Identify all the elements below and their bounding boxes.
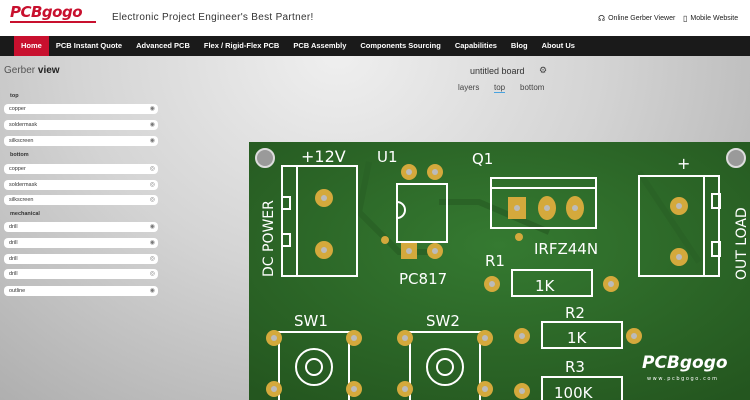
layer-bottom-copper[interactable]: copper ◎ xyxy=(4,164,158,174)
mobile-website-label: Mobile Website xyxy=(690,15,739,22)
layer-drill-2[interactable]: drill ◉ xyxy=(4,238,158,248)
layer-label: soldermask xyxy=(9,122,38,128)
gerber-viewer-link[interactable]: ☊ Online Gerber Viewer xyxy=(598,14,675,23)
mobile-website-link[interactable]: ▯ Mobile Website xyxy=(683,14,738,23)
mount-hole xyxy=(726,148,746,168)
main-nav: Home PCB Instant Quote Advanced PCB Flex… xyxy=(0,36,750,56)
tab-bottom[interactable]: bottom xyxy=(520,83,545,92)
silk-dc-power: DC POWER xyxy=(261,200,277,277)
layer-label: copper xyxy=(9,106,26,112)
tab-layers[interactable]: layers xyxy=(458,83,480,92)
silk-r3: R3 xyxy=(565,358,585,376)
eye-hidden-icon[interactable]: ◎ xyxy=(149,197,155,203)
silk-r2: R2 xyxy=(565,304,585,322)
layer-label: soldermask xyxy=(9,182,38,188)
silk-irfz44n: IRFZ44N xyxy=(534,240,598,258)
silk-r1-value: 1K xyxy=(535,277,556,295)
layer-label: silkscreen xyxy=(9,197,34,203)
silk-plus: + xyxy=(677,154,690,173)
layer-top-copper[interactable]: copper ◉ xyxy=(4,104,158,114)
group-bottom: bottom xyxy=(10,152,29,158)
silk-sw2: SW2 xyxy=(426,312,460,330)
silk-r3-value: 100K xyxy=(554,384,594,400)
layer-label: outline xyxy=(9,288,26,294)
headset-icon: ☊ xyxy=(598,14,606,23)
eye-icon[interactable]: ◉ xyxy=(149,138,155,144)
silk-v12: +12V xyxy=(301,147,346,166)
eye-hidden-icon[interactable]: ◎ xyxy=(149,166,155,172)
board-name[interactable]: untitled board xyxy=(470,66,525,76)
eye-hidden-icon[interactable]: ◎ xyxy=(149,271,155,277)
nav-blog[interactable]: Blog xyxy=(510,41,528,50)
logo[interactable]: PCBgogo xyxy=(10,3,96,23)
tab-top[interactable]: top xyxy=(494,83,506,93)
layer-drill-1[interactable]: drill ◉ xyxy=(4,222,158,232)
mobile-icon: ▯ xyxy=(683,14,688,23)
layer-outline[interactable]: outline ◉ xyxy=(4,286,158,296)
panel-title-prefix: Gerber xyxy=(4,65,36,76)
silk-r1: R1 xyxy=(485,252,505,270)
nav-home[interactable]: Home xyxy=(14,36,49,56)
layer-label: drill xyxy=(9,271,18,277)
site-header: PCBgogo Electronic Project Engineer's Be… xyxy=(0,0,750,36)
nav-about-us[interactable]: About Us xyxy=(541,41,575,50)
panel-title: Gerber view xyxy=(4,65,60,76)
logo-underline xyxy=(10,21,96,23)
silk-u1: U1 xyxy=(377,148,398,166)
silk-r2-value: 1K xyxy=(567,329,588,347)
layer-drill-4[interactable]: drill ◎ xyxy=(4,269,158,279)
silk-q1: Q1 xyxy=(472,150,493,168)
nav-pcb-instant-quote[interactable]: PCB Instant Quote xyxy=(55,41,123,50)
layer-top-silkscreen[interactable]: silkscreen ◉ xyxy=(4,136,158,146)
group-mechanical: mechanical xyxy=(10,211,40,217)
mount-hole xyxy=(255,148,275,168)
layer-label: copper xyxy=(9,166,26,172)
eye-icon[interactable]: ◉ xyxy=(149,106,155,112)
layer-label: drill xyxy=(9,224,18,230)
nav-capabilities[interactable]: Capabilities xyxy=(454,41,497,50)
panel-title-bold: view xyxy=(37,65,60,76)
silk-pc817: PC817 xyxy=(399,270,447,288)
logo-text: PCBgogo xyxy=(10,3,83,21)
layer-label: silkscreen xyxy=(9,138,34,144)
nav-components-sourcing[interactable]: Components Sourcing xyxy=(360,41,441,50)
silk-out-load: OUT LOAD xyxy=(734,207,750,280)
nav-advanced-pcb[interactable]: Advanced PCB xyxy=(136,41,190,50)
silk-brand: PCBgogo xyxy=(642,353,728,373)
eye-icon[interactable]: ◉ xyxy=(149,224,155,230)
eye-icon[interactable]: ◉ xyxy=(149,122,155,128)
layer-label: drill xyxy=(9,240,18,246)
gerber-viewer-label: Online Gerber Viewer xyxy=(608,15,676,22)
nav-pcb-assembly[interactable]: PCB Assembly xyxy=(293,41,347,50)
eye-hidden-icon[interactable]: ◎ xyxy=(149,182,155,188)
silk-sw1: SW1 xyxy=(294,312,328,330)
group-top: top xyxy=(10,93,19,99)
gear-icon[interactable]: ⚙ xyxy=(539,65,548,75)
eye-icon[interactable]: ◉ xyxy=(149,240,155,246)
layer-drill-3[interactable]: drill ◎ xyxy=(4,254,158,264)
layer-bottom-soldermask[interactable]: soldermask ◎ xyxy=(4,180,158,190)
eye-hidden-icon[interactable]: ◎ xyxy=(149,256,155,262)
eye-icon[interactable]: ◉ xyxy=(149,288,155,294)
layer-label: drill xyxy=(9,256,18,262)
silk-brand-url: w w w . p c b g o g o . c o m xyxy=(647,376,717,382)
tagline: Electronic Project Engineer's Best Partn… xyxy=(112,12,314,23)
pcb-board xyxy=(249,142,750,400)
pcb-render: +12V U1 Q1 + DC POWER OUT LOAD IRFZ44N P… xyxy=(249,142,750,400)
nav-flex-rigid-flex[interactable]: Flex / Rigid-Flex PCB xyxy=(203,41,280,50)
layer-bottom-silkscreen[interactable]: silkscreen ◎ xyxy=(4,195,158,205)
layer-top-soldermask[interactable]: soldermask ◉ xyxy=(4,120,158,130)
